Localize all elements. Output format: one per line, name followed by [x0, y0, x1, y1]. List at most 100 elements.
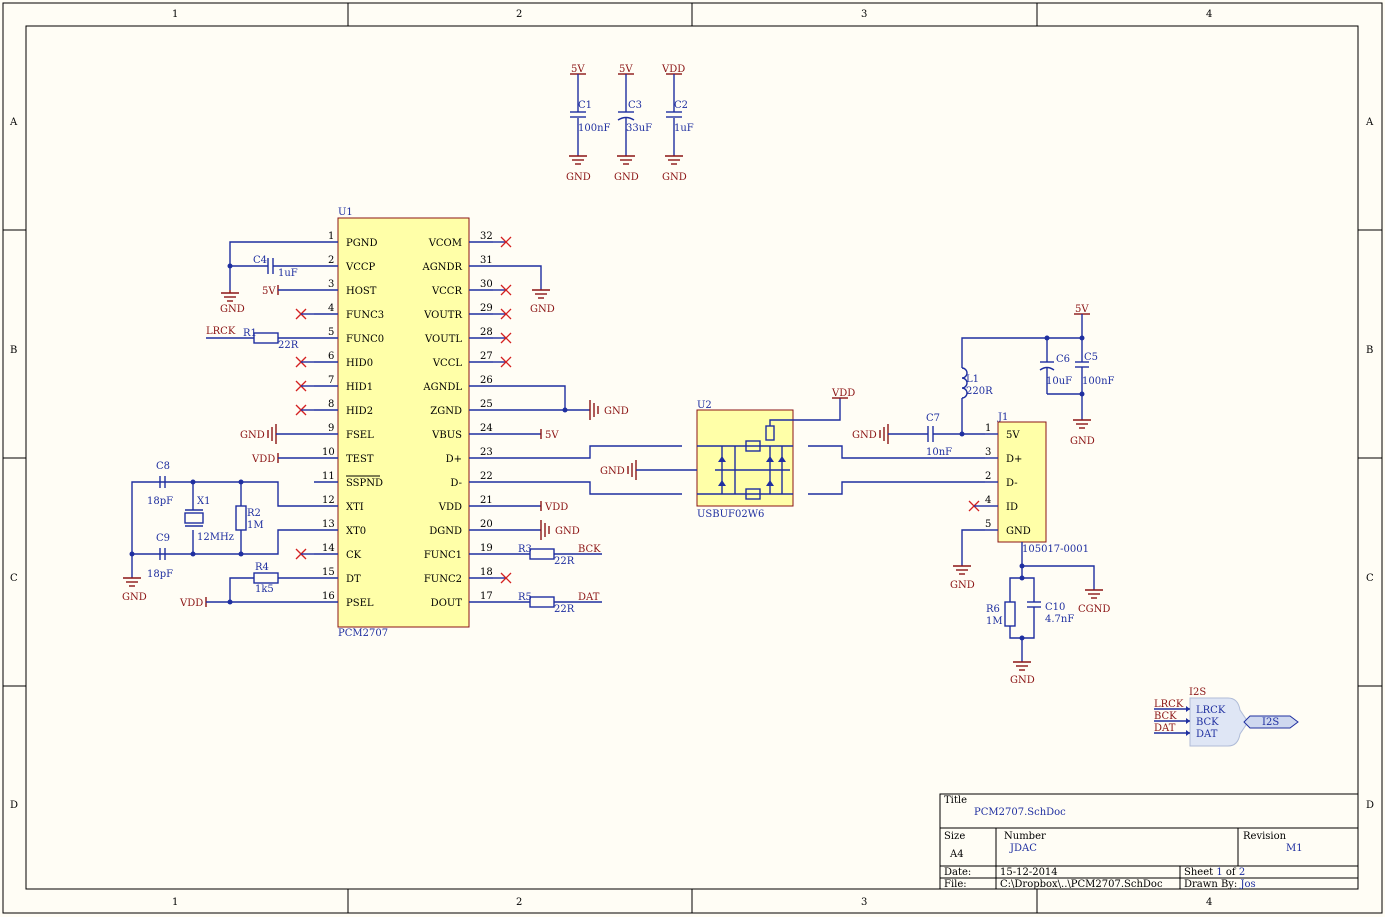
tb-sheet: Sheet 1 of 2: [1184, 867, 1245, 878]
cap-ref: C3: [628, 100, 642, 111]
u1-body: [337, 217, 470, 628]
harness-port: I2S: [1262, 717, 1279, 728]
row-label-left: D: [10, 800, 18, 811]
u1-pin-num: 27: [480, 351, 493, 362]
u1-pin-name: FUNC1: [424, 550, 462, 561]
u1-pin-name: VCCP: [345, 262, 376, 273]
col-label-bottom: 2: [516, 897, 522, 908]
tb-date-label: Date:: [944, 867, 971, 878]
row-label-right: C: [1366, 573, 1374, 584]
cap-ref: C2: [674, 100, 688, 111]
u1-pin-num: 12: [322, 495, 335, 506]
i2s-port[interactable]: [1243, 715, 1299, 729]
cap-supply: VDD: [661, 64, 685, 75]
u1-pin-num: 13: [322, 519, 335, 530]
c7-value: 10nF: [926, 447, 952, 458]
cap-gnd: GND: [566, 172, 591, 183]
tb-title-label: Title: [944, 795, 967, 806]
u1-pin-num: 5: [328, 327, 334, 338]
u1-pin-name: VOUTL: [424, 334, 462, 345]
u1-pin-name: D-: [450, 478, 462, 489]
j1-pin-num: 1: [985, 423, 991, 434]
j1-pin-num: 3: [985, 447, 991, 458]
u1-pin-num: 18: [480, 567, 493, 578]
u1-pin-num: 4: [328, 303, 334, 314]
gnd-xtal: GND: [122, 592, 147, 603]
u1-pin-name: VCCR: [431, 286, 463, 297]
col-label-top: 2: [516, 9, 522, 20]
tb-number: JDAC: [1009, 843, 1037, 854]
j1-part: 105017-0001: [1022, 544, 1089, 555]
c9-value: 18pF: [147, 569, 173, 580]
tb-size-label: Size: [944, 831, 965, 842]
col-label-top: 4: [1206, 9, 1212, 20]
c10-value: 4.7nF: [1045, 614, 1074, 625]
u2-vdd: VDD: [831, 388, 855, 399]
col-label-bottom: 3: [861, 897, 867, 908]
c10-ref: C10: [1045, 602, 1065, 613]
u1-pin-name: ZGND: [430, 406, 462, 417]
j1-pin-name: 5V: [1006, 430, 1020, 441]
r5-value: 22R: [554, 604, 575, 615]
usb-circuit: 5V L1 220R C6 10uF C5 100nF GND GND C7 1…: [852, 304, 1115, 686]
col-label-top: 1: [172, 9, 178, 20]
bck-net: BCK: [578, 544, 601, 555]
u1-pin-name: DT: [346, 574, 361, 585]
gnd-c5: GND: [1070, 436, 1095, 447]
r3-ref: R3: [518, 544, 532, 555]
j1-pin-num: 4: [985, 495, 991, 506]
harness-pin-label: LRCK: [1196, 705, 1226, 716]
u1-pin-name: DGND: [429, 526, 462, 537]
row-label-right: D: [1366, 800, 1374, 811]
u1-pin-name: VBUS: [431, 430, 462, 441]
cap-gnd: GND: [614, 172, 639, 183]
cap-value: 1uF: [674, 123, 694, 134]
j1-pin-num: 2: [985, 471, 991, 482]
x1-ref: X1: [197, 496, 210, 507]
col-label-bottom: 1: [172, 897, 178, 908]
title-block: Title PCM2707.SchDoc Size A4 Number JDAC…: [939, 793, 1359, 890]
u1-pin-name: DOUT: [431, 598, 463, 609]
u1-pin-num: 10: [322, 447, 335, 458]
gnd-r6: GND: [1010, 675, 1035, 686]
u1-pin-name: HID2: [346, 406, 373, 417]
tb-drawn: Drawn By: Jos: [1184, 879, 1256, 890]
u1-pin-name: FUNC2: [424, 574, 462, 585]
cap-supply: 5V: [571, 64, 585, 75]
harness-title: I2S: [1189, 687, 1206, 698]
u1-pin-num: 25: [480, 399, 493, 410]
u1-pin-name: PGND: [346, 238, 377, 249]
u1-pin-num: 26: [480, 375, 493, 386]
c9-ref: C9: [156, 533, 170, 544]
gnd-pgnd: GND: [220, 304, 245, 315]
u1-ref: U1: [338, 207, 353, 218]
u1-pin-num: 21: [480, 495, 493, 506]
u1-pin-num: 24: [480, 423, 493, 434]
inner-border: [25, 25, 1359, 890]
dat-net: DAT: [578, 592, 600, 603]
j1-pin-name: ID: [1006, 502, 1018, 513]
tb-file: C:\Dropbox\..\PCM2707.SchDoc: [1000, 879, 1163, 890]
row-label-right: A: [1365, 117, 1374, 128]
u1-pin-num: 16: [322, 591, 335, 602]
u1-pin-name: CK: [346, 550, 362, 561]
col-label-bottom: 4: [1206, 897, 1212, 908]
u1-pin-num: 15: [322, 567, 335, 578]
c5-ref: C5: [1084, 352, 1098, 363]
j1-pin-name: D+: [1006, 454, 1022, 465]
fsel-gnd: GND: [240, 430, 265, 441]
u1-pin-name: VDD: [438, 502, 462, 513]
right-circuit: GND GND 5V VDD GND R3 22R BCK R5 22R DAT: [493, 265, 682, 615]
r6-ref: R6: [986, 604, 1000, 615]
u1-pin-num: 30: [480, 279, 493, 290]
vdd-pin21: VDD: [544, 502, 568, 513]
j1-ref: J1: [997, 412, 1008, 423]
c5-value: 100nF: [1082, 376, 1115, 387]
c8-ref: C8: [156, 461, 170, 472]
j1-pin-name: D-: [1006, 478, 1018, 489]
col-label-top: 3: [861, 9, 867, 20]
